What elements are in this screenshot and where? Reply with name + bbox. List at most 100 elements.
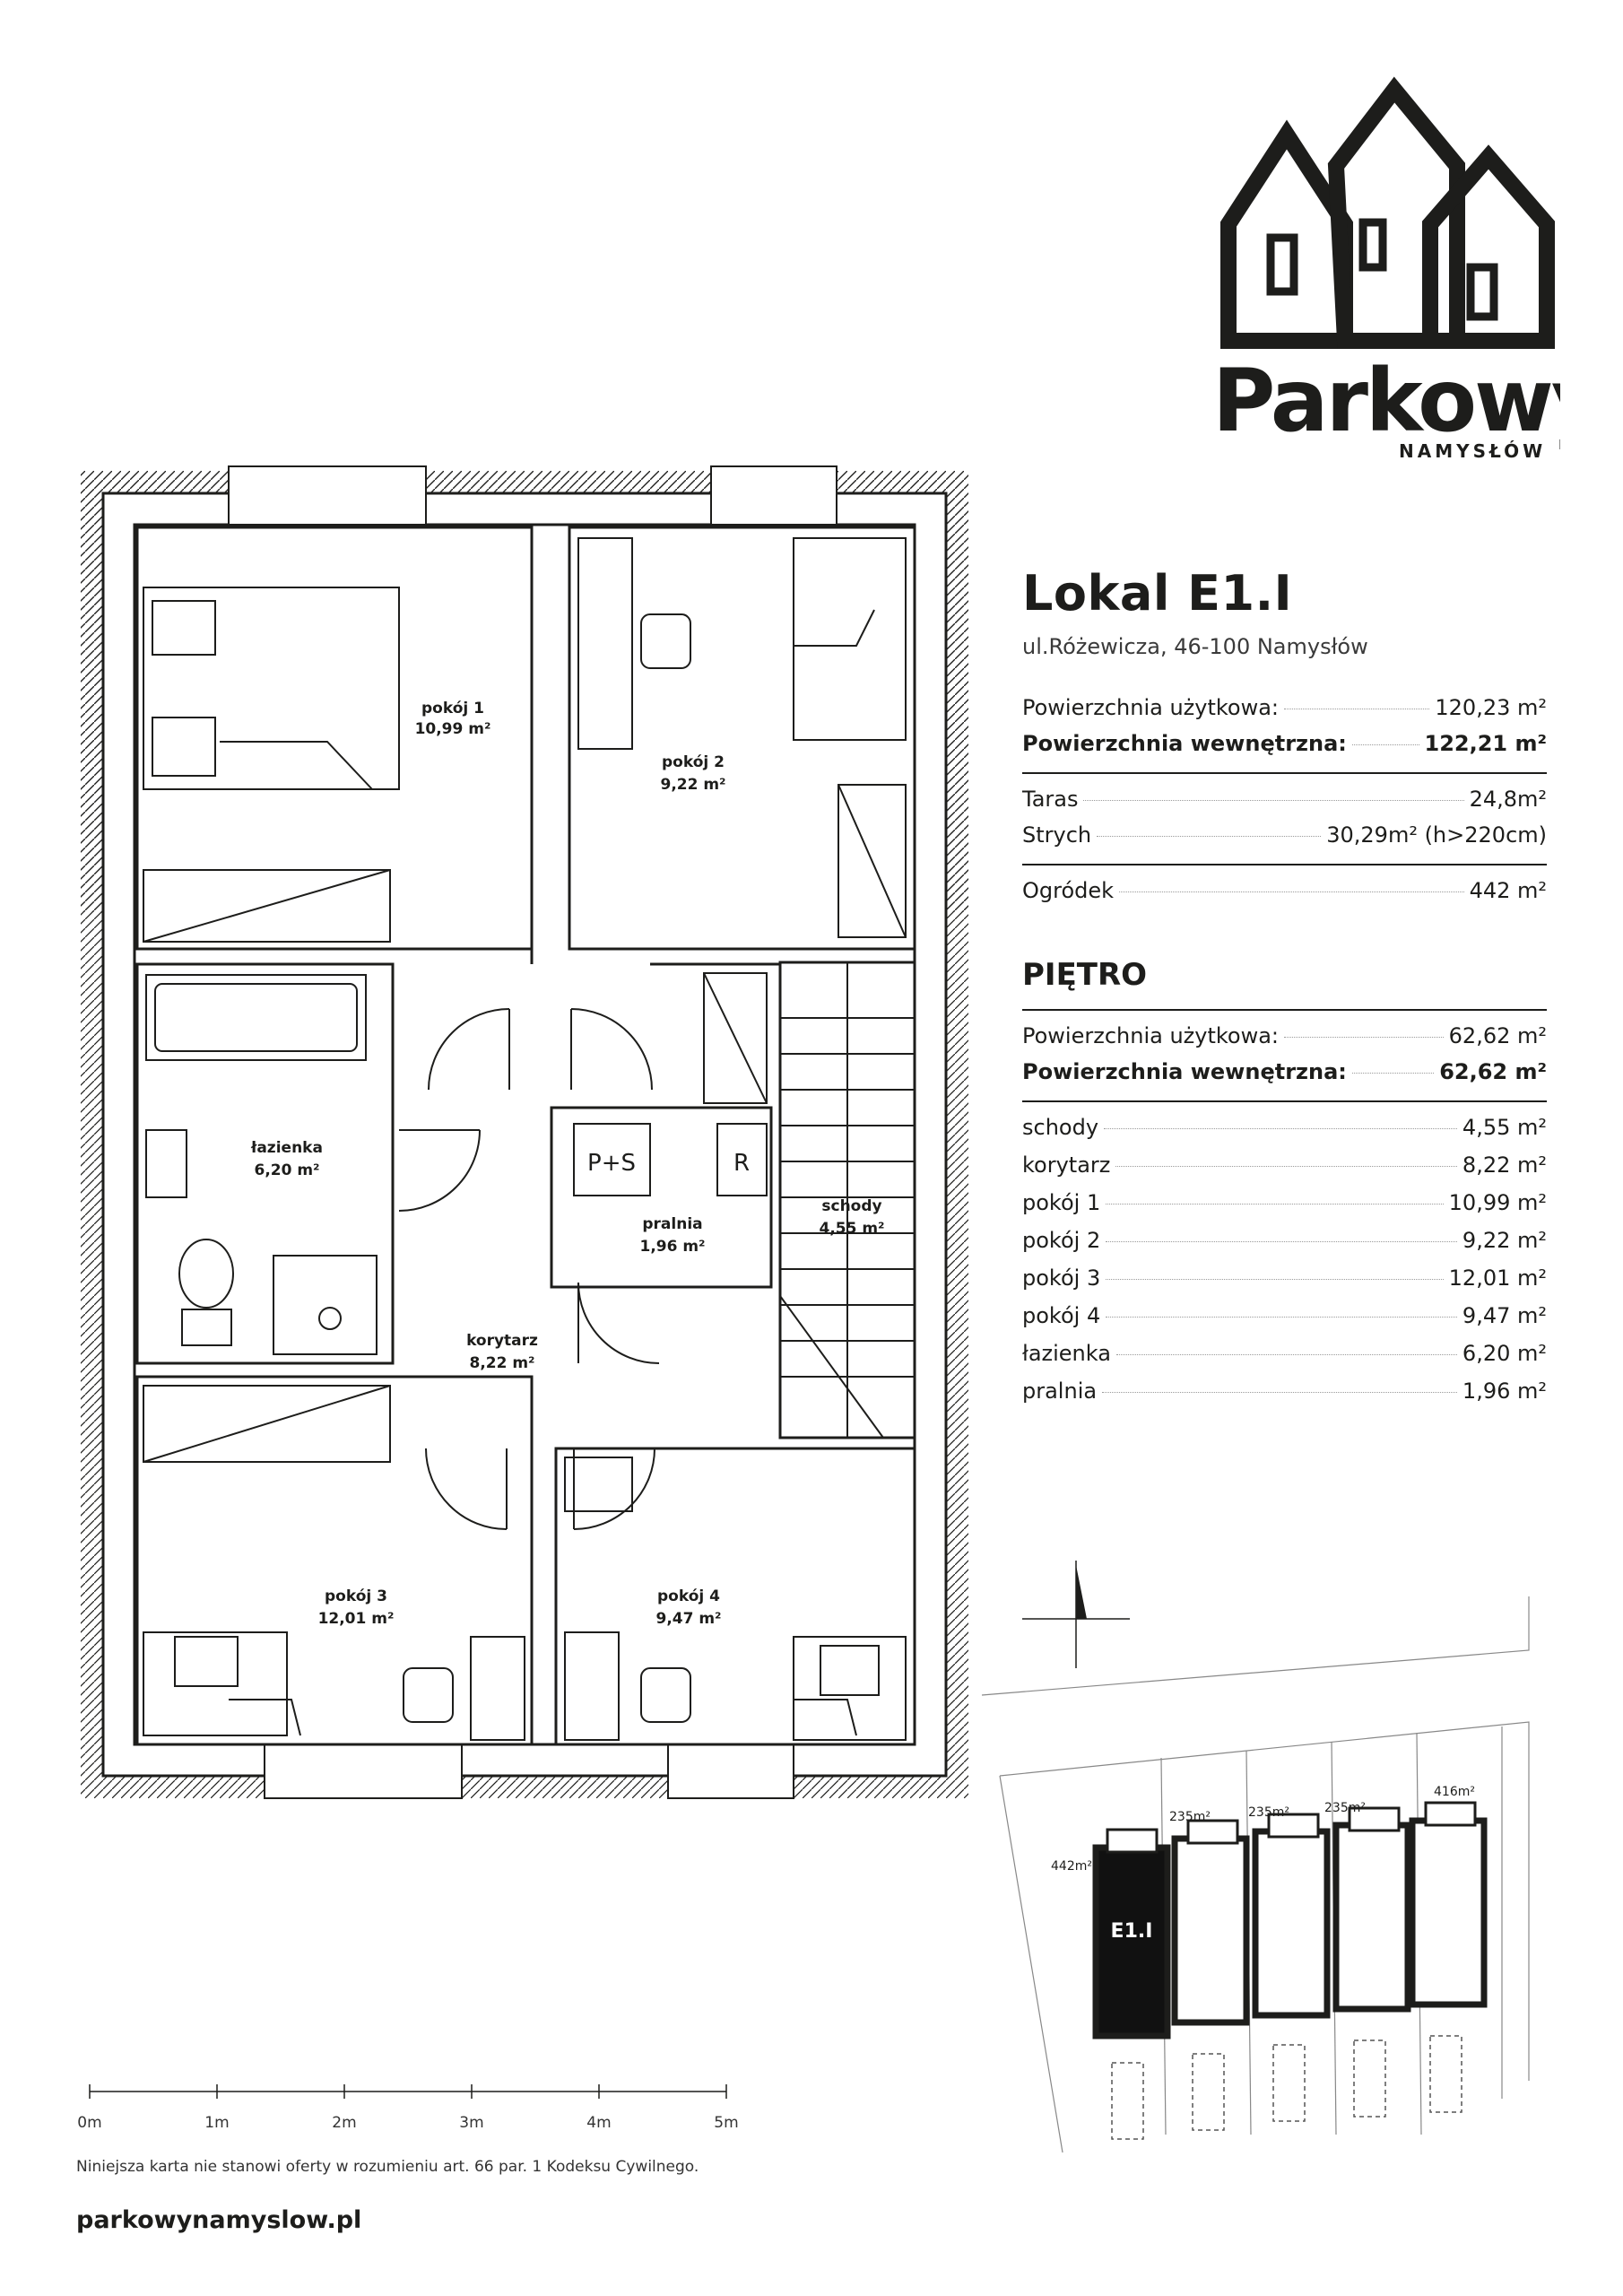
row-label: pokój 3 bbox=[1022, 1265, 1101, 1291]
room-row: pralnia 1,96 m² bbox=[1022, 1378, 1547, 1416]
room-area-schody: 4,55 m² bbox=[819, 1220, 884, 1238]
plot-area-label: 235m² bbox=[1324, 1801, 1366, 1815]
row-label: łazienka bbox=[1022, 1341, 1111, 1366]
row-value: 9,22 m² bbox=[1462, 1228, 1547, 1253]
room-label-schody: schody bbox=[821, 1197, 881, 1215]
scale-tick-label: 1m bbox=[204, 2114, 229, 2132]
row-value: 4,55 m² bbox=[1462, 1115, 1547, 1140]
brand-name: Parkowy. bbox=[1212, 351, 1560, 451]
row-value: 1,96 m² bbox=[1462, 1378, 1547, 1404]
washer-dryer-label: P+S bbox=[587, 1150, 636, 1177]
room-label-lazienka: łazienka bbox=[250, 1139, 323, 1157]
row-value: 62,62 m² bbox=[1439, 1059, 1547, 1084]
site-plan: 442m² 235m² 235m² 235m² 416m² E1.I bbox=[981, 1596, 1530, 2152]
room-area-pokoj3: 12,01 m² bbox=[318, 1610, 395, 1628]
row-label: Taras bbox=[1022, 787, 1079, 812]
row-label: Powierzchnia wewnętrzna: bbox=[1022, 731, 1347, 756]
unit-area-usable-row: Powierzchnia użytkowa: 120,23 m² bbox=[1022, 695, 1547, 731]
scale-tick-label: 5m bbox=[714, 2114, 738, 2132]
parkowy-logo: Parkowy. NAMYSŁÓW bbox=[1212, 76, 1560, 462]
unit-area-internal-row: Powierzchnia wewnętrzna: 122,21 m² bbox=[1022, 731, 1547, 767]
room-label-pokoj3: pokój 3 bbox=[325, 1587, 387, 1605]
brand-town: NAMYSŁÓW bbox=[1399, 440, 1546, 462]
row-label: pralnia bbox=[1022, 1378, 1098, 1404]
divider bbox=[1022, 1009, 1547, 1011]
room-label-pokoj1: pokój 1 bbox=[421, 700, 484, 718]
room-label-pokoj4: pokój 4 bbox=[657, 1587, 720, 1605]
dot-leader bbox=[1102, 1392, 1457, 1393]
row-label: pokój 1 bbox=[1022, 1190, 1101, 1215]
dot-leader bbox=[1284, 1037, 1444, 1038]
plot-area-label: 416m² bbox=[1434, 1785, 1475, 1799]
room-row: łazienka 6,20 m² bbox=[1022, 1341, 1547, 1378]
row-value: 30,29m² (h>220cm) bbox=[1326, 822, 1547, 848]
row-label: pokój 4 bbox=[1022, 1303, 1101, 1328]
scale-tick-label: 3m bbox=[459, 2114, 483, 2132]
floor-area-internal-row: Powierzchnia wewnętrzna: 62,62 m² bbox=[1022, 1059, 1547, 1095]
dot-leader bbox=[1083, 800, 1464, 801]
divider bbox=[1022, 772, 1547, 774]
floor-area-usable-row: Powierzchnia użytkowa: 62,62 m² bbox=[1022, 1023, 1547, 1059]
room-list: schody 4,55 m² korytarz 8,22 m² pokój 1 … bbox=[1022, 1115, 1547, 1416]
dot-leader bbox=[1097, 836, 1322, 837]
room-area-pralnia: 1,96 m² bbox=[639, 1238, 705, 1256]
dot-leader bbox=[1106, 1317, 1457, 1318]
dot-leader bbox=[1104, 1128, 1457, 1129]
strych-row: Strych 30,29m² (h>220cm) bbox=[1022, 822, 1547, 858]
row-label: Ogródek bbox=[1022, 878, 1115, 903]
divider bbox=[1022, 1100, 1547, 1102]
taras-row: Taras 24,8m² bbox=[1022, 787, 1547, 822]
divider bbox=[1022, 864, 1547, 865]
dot-leader bbox=[1115, 1166, 1457, 1167]
room-label-pralnia: pralnia bbox=[642, 1215, 702, 1233]
plot-area-label: 442m² bbox=[1051, 1859, 1092, 1874]
row-value: 442 m² bbox=[1469, 878, 1547, 903]
room-row: pokój 4 9,47 m² bbox=[1022, 1303, 1547, 1341]
row-value: 62,62 m² bbox=[1448, 1023, 1547, 1048]
plot-area-label: 235m² bbox=[1169, 1810, 1211, 1824]
room-label-pokoj2: pokój 2 bbox=[662, 753, 725, 771]
floor-plan: pokój 1 10,99 m² pokój 2 9,22 m² łazienk… bbox=[81, 465, 968, 1799]
scale-tick-label: 4m bbox=[586, 2114, 611, 2132]
unit-title: Lokal E1.I bbox=[1022, 565, 1293, 622]
row-label: korytarz bbox=[1022, 1152, 1111, 1178]
room-row: pokój 2 9,22 m² bbox=[1022, 1228, 1547, 1265]
dot-leader bbox=[1115, 1354, 1457, 1355]
unit-address: ul.Różewicza, 46-100 Namysłów bbox=[1022, 634, 1368, 659]
room-area-pokoj2: 9,22 m² bbox=[660, 776, 725, 794]
row-value: 120,23 m² bbox=[1435, 695, 1547, 720]
bottom-windows bbox=[264, 1744, 794, 1799]
row-label: Strych bbox=[1022, 822, 1092, 848]
unit-marker-label: E1.I bbox=[1111, 1920, 1153, 1943]
room-area-lazienka: 6,20 m² bbox=[254, 1161, 319, 1179]
dot-leader bbox=[1106, 1279, 1444, 1280]
dot-leader bbox=[1106, 1204, 1444, 1205]
row-value: 122,21 m² bbox=[1424, 731, 1548, 756]
room-area-korytarz: 8,22 m² bbox=[469, 1354, 534, 1372]
room-row: korytarz 8,22 m² bbox=[1022, 1152, 1547, 1190]
dot-leader bbox=[1106, 1241, 1457, 1242]
unit-info-panel: Lokal E1.I ul.Różewicza, 46-100 Namysłów… bbox=[1022, 565, 1547, 1416]
top-windows bbox=[228, 465, 838, 526]
row-label: pokój 2 bbox=[1022, 1228, 1101, 1253]
disclaimer-note: Niniejsza karta nie stanowi oferty w roz… bbox=[76, 2158, 699, 2176]
room-row: pokój 3 12,01 m² bbox=[1022, 1265, 1547, 1303]
row-value: 24,8m² bbox=[1469, 787, 1547, 812]
row-value: 10,99 m² bbox=[1448, 1190, 1547, 1215]
floor-title: PIĘTRO bbox=[1022, 957, 1148, 993]
dot-leader bbox=[1351, 744, 1419, 745]
dot-leader bbox=[1119, 891, 1464, 892]
row-value: 6,20 m² bbox=[1462, 1341, 1547, 1366]
row-value: 12,01 m² bbox=[1448, 1265, 1547, 1291]
room-row: schody 4,55 m² bbox=[1022, 1115, 1547, 1152]
scale-tick-label: 0m bbox=[77, 2114, 101, 2132]
scale-tick-label: 2m bbox=[332, 2114, 356, 2132]
row-value: 9,47 m² bbox=[1462, 1303, 1547, 1328]
room-label-korytarz: korytarz bbox=[466, 1332, 538, 1350]
website-link[interactable]: parkowynamyslow.pl bbox=[76, 2206, 362, 2234]
dot-leader bbox=[1351, 1073, 1435, 1074]
north-arrow-icon bbox=[1022, 1561, 1130, 1668]
row-label: Powierzchnia użytkowa: bbox=[1022, 695, 1280, 720]
row-label: schody bbox=[1022, 1115, 1099, 1140]
room-row: pokój 1 10,99 m² bbox=[1022, 1190, 1547, 1228]
